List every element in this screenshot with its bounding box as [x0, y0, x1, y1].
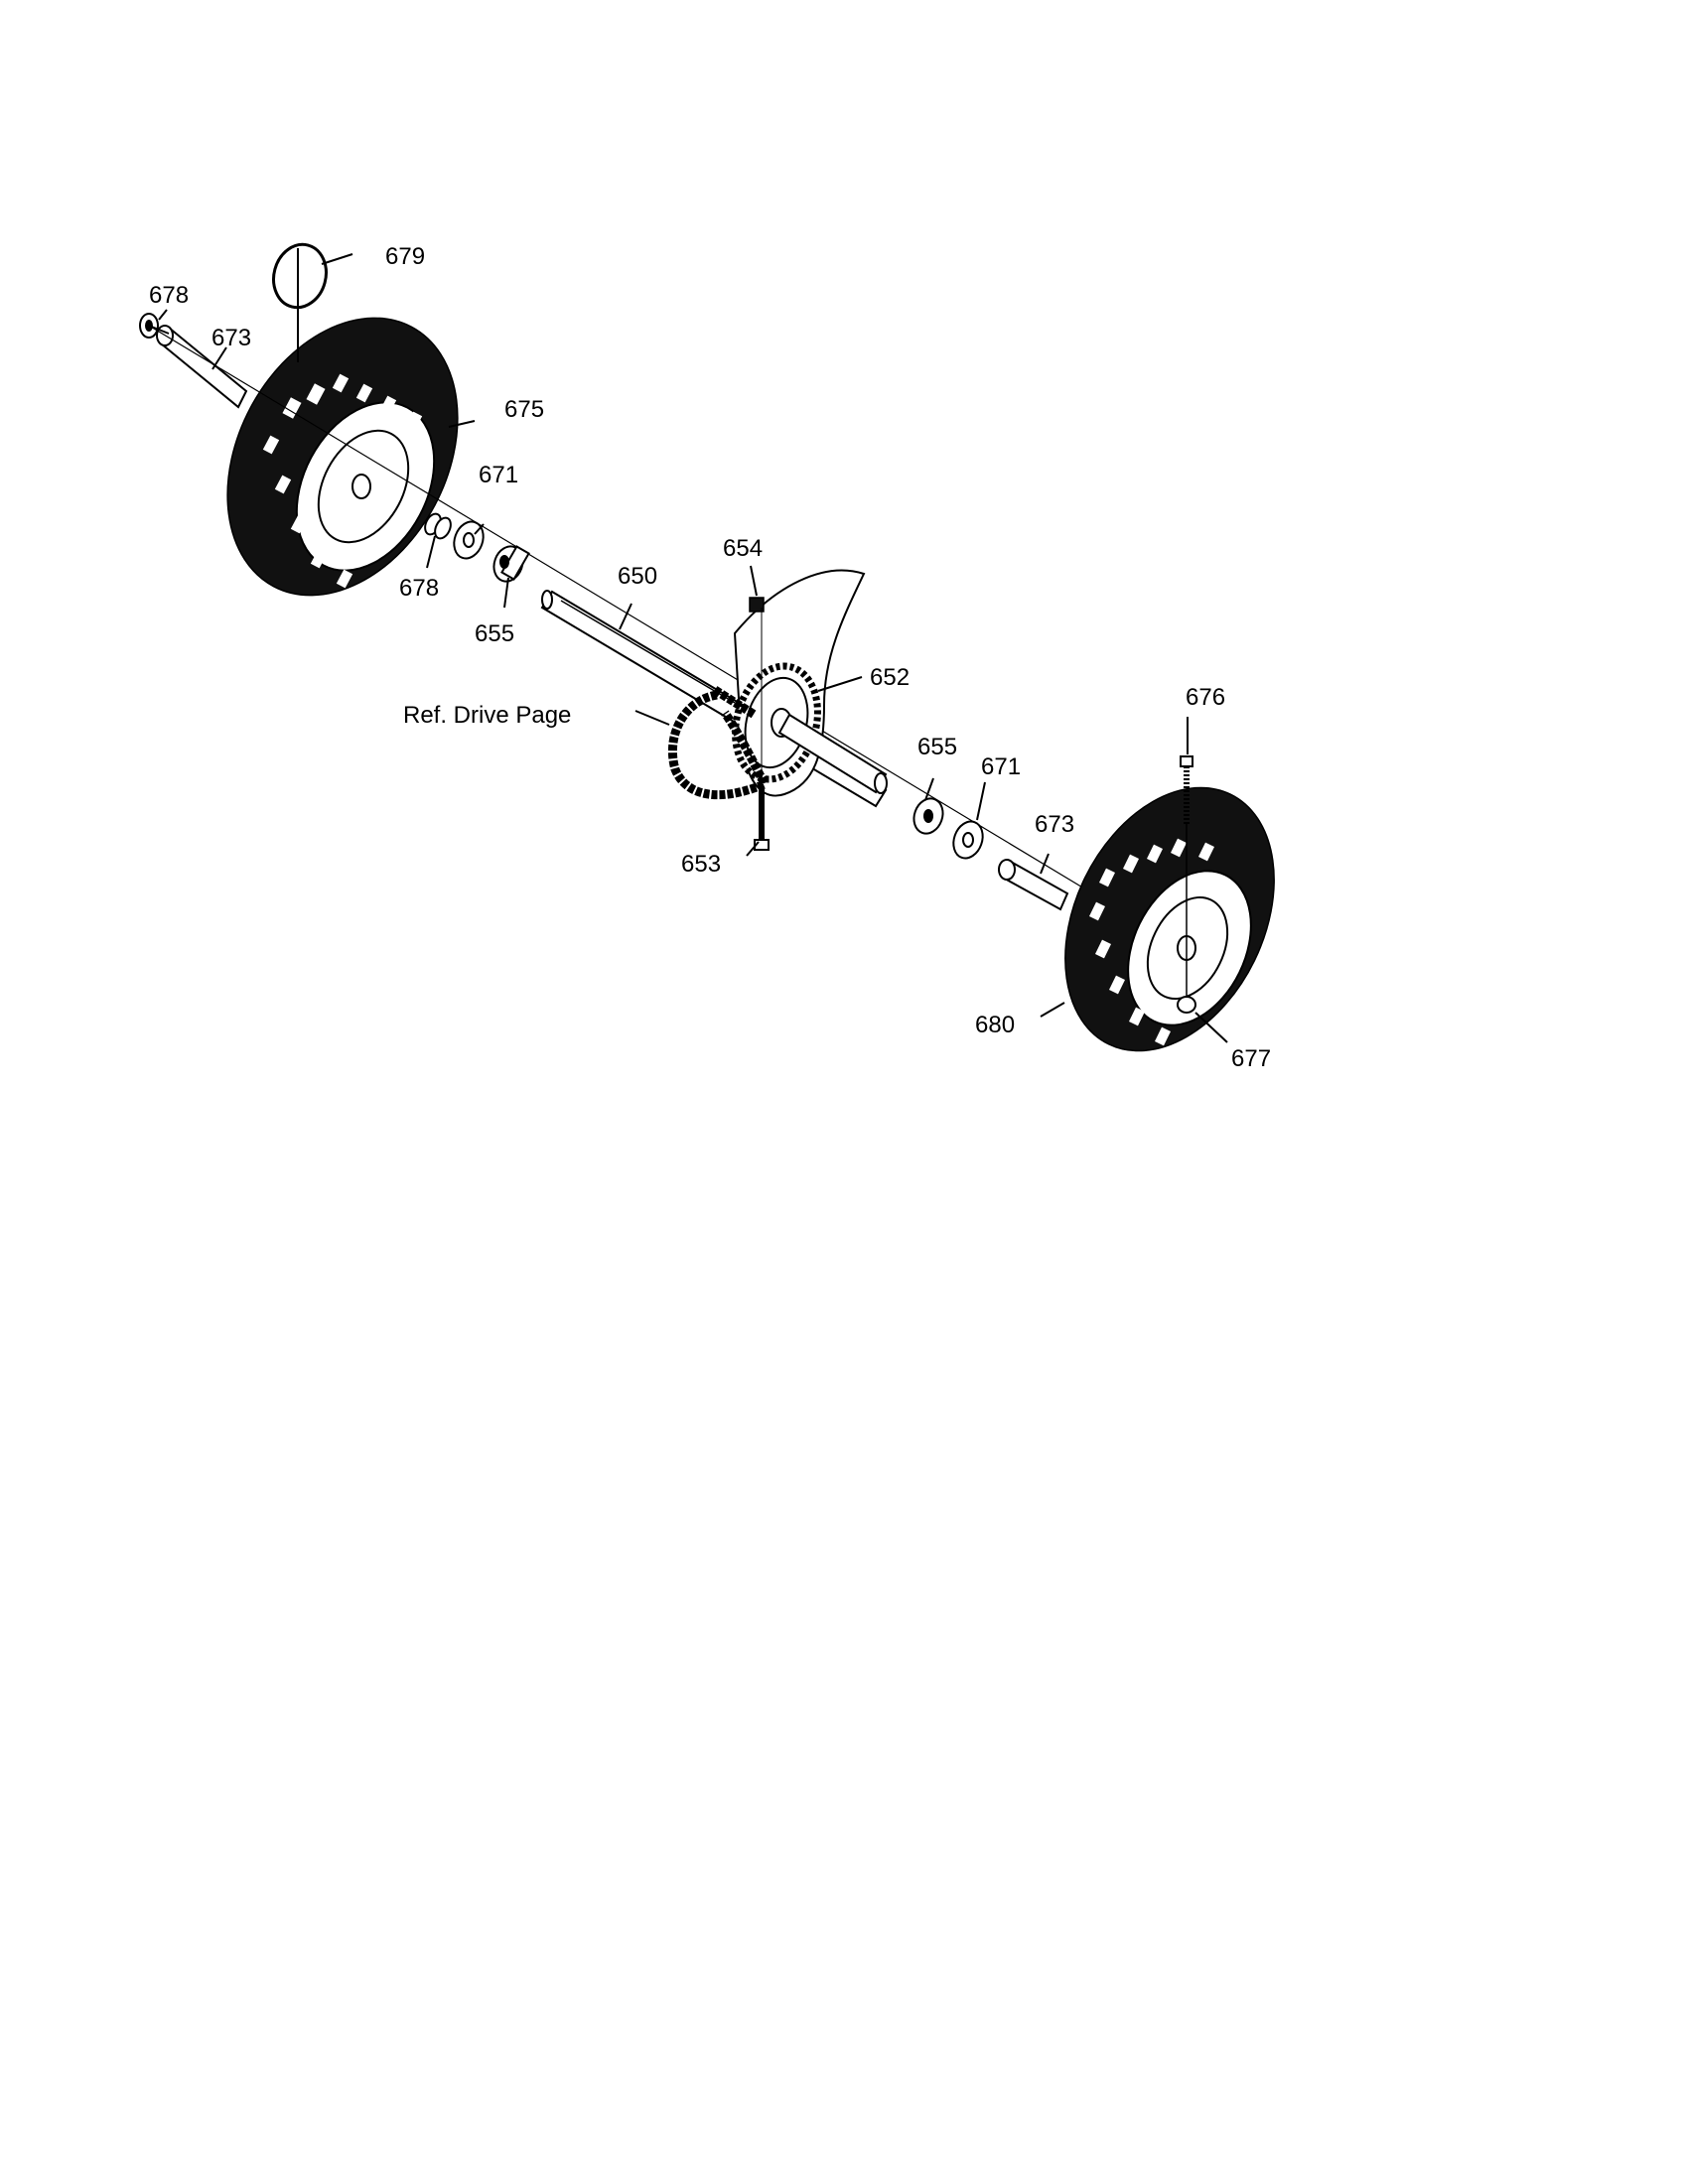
axle-650-right — [777, 713, 888, 794]
callout-679: 679 — [385, 243, 425, 270]
right-washer-671 — [952, 820, 984, 860]
callout-678-inner: 678 — [399, 575, 439, 602]
left-washer-671 — [453, 520, 485, 560]
nut-654 — [749, 597, 765, 613]
callout-680: 680 — [975, 1012, 1015, 1038]
drive-chain — [667, 686, 772, 800]
left-hub — [351, 474, 371, 499]
left-bearing-655 — [492, 545, 530, 583]
ring-clip-679 — [272, 242, 328, 362]
bolt-676 — [1180, 755, 1193, 1001]
callout-leaders — [158, 253, 1228, 1043]
callout-676: 676 — [1186, 684, 1225, 711]
inner-clip-678 — [424, 512, 452, 540]
callout-655-right: 655 — [917, 734, 957, 760]
callout-671-right: 671 — [981, 753, 1021, 780]
callout-labels: 679 678 673 675 671 678 655 650 654 652 … — [149, 243, 1271, 1072]
bolt-653 — [754, 608, 770, 851]
right-tread-pattern — [1088, 838, 1215, 1046]
right-rim-inner — [1146, 895, 1229, 1001]
callout-653: 653 — [681, 851, 721, 878]
callout-673-right: 673 — [1035, 811, 1074, 838]
right-wheel-680 — [1064, 786, 1275, 1052]
callout-654: 654 — [723, 535, 763, 562]
callout-ref-drive-page: Ref. Drive Page — [403, 702, 571, 729]
callout-652: 652 — [870, 664, 910, 691]
sprocket-652 — [732, 662, 821, 783]
left-rim-inner — [317, 429, 410, 544]
callout-650: 650 — [618, 563, 657, 590]
callout-655-left: 655 — [475, 620, 514, 647]
right-spacer-673 — [998, 859, 1069, 911]
callout-675: 675 — [504, 396, 544, 423]
callout-678-outer: 678 — [149, 282, 189, 309]
callout-673-left: 673 — [211, 325, 251, 351]
right-bearing-655 — [912, 797, 944, 835]
callout-677: 677 — [1231, 1045, 1271, 1072]
left-tread-pattern — [262, 373, 423, 589]
assembly-axis — [148, 325, 1193, 954]
left-wheel-675 — [226, 317, 459, 597]
nut-677 — [1177, 996, 1196, 1014]
callout-671-left: 671 — [479, 462, 518, 488]
